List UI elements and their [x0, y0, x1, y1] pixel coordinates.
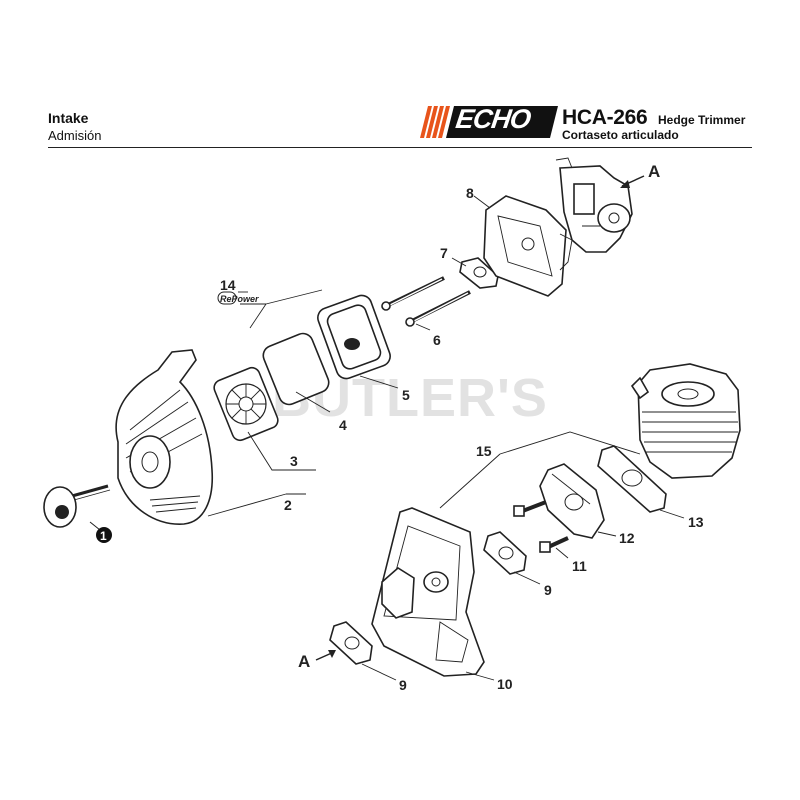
- repower-badge: RePower: [217, 291, 259, 305]
- callout-11: 11: [572, 558, 587, 574]
- part-1-knob[interactable]: [43, 484, 111, 531]
- callout-9-middle: 9: [544, 582, 552, 598]
- callout-12: 12: [619, 530, 635, 546]
- leader-lines: [207, 195, 685, 681]
- part-11-screws[interactable]: [513, 500, 569, 553]
- product-name-en: Hedge Trimmer: [658, 113, 746, 127]
- callout-2: 2: [284, 497, 292, 513]
- part-9-gasket-lower[interactable]: [329, 621, 373, 665]
- part-5-filter-housing[interactable]: [315, 293, 393, 382]
- repower-badge-text: RePower: [220, 294, 259, 304]
- carburetor[interactable]: [555, 157, 633, 253]
- part-13-gasket[interactable]: [597, 445, 667, 513]
- product-name-es: Cortaseto articulado: [562, 128, 679, 142]
- callout-3: 3: [290, 453, 298, 469]
- callout-8: 8: [466, 185, 474, 201]
- header-divider: [48, 147, 752, 148]
- part-2-air-cleaner-cover[interactable]: [115, 349, 214, 525]
- engine-cylinder: [630, 363, 741, 479]
- logo-stripes: [420, 106, 450, 138]
- part-6-bolts[interactable]: [381, 276, 471, 327]
- callout-5: 5: [402, 387, 410, 403]
- ref-a-bottom: A: [298, 652, 310, 671]
- callout-14: 14: [220, 277, 236, 293]
- part-4-air-filter[interactable]: [260, 331, 331, 408]
- part-3-filter-frame[interactable]: [212, 365, 280, 442]
- part-10-intake-housing[interactable]: [371, 507, 485, 677]
- callout-1-badge: 1: [96, 527, 112, 543]
- callout-9-lower: 9: [399, 677, 407, 693]
- part-12-insulator[interactable]: [539, 463, 605, 539]
- callout-1: 1: [100, 529, 107, 543]
- echo-logo: [420, 106, 558, 138]
- callout-7: 7: [440, 245, 448, 261]
- part-9-gasket-middle[interactable]: [483, 531, 527, 575]
- page-title: Intake: [48, 110, 89, 126]
- part-7-gasket[interactable]: [459, 257, 499, 289]
- part-8-filter-base[interactable]: [483, 195, 573, 297]
- model-number: HCA-266: [562, 106, 648, 129]
- callout-4: 4: [339, 417, 347, 433]
- callout-10: 10: [497, 676, 513, 692]
- page-subtitle: Admisión: [48, 128, 102, 143]
- callout-15: 15: [476, 443, 492, 459]
- ref-a-top: A: [648, 162, 660, 181]
- callout-6: 6: [433, 332, 441, 348]
- callout-13: 13: [688, 514, 704, 530]
